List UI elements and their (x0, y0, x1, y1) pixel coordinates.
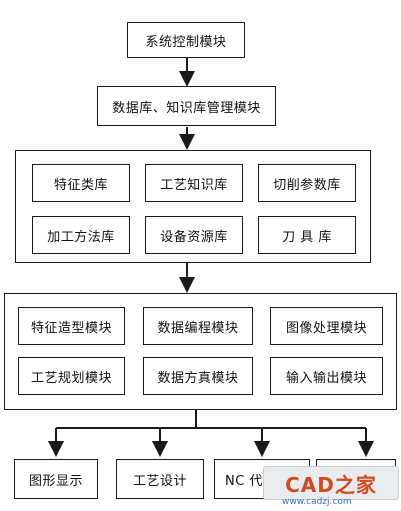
output-item-3: NC 代 (214, 459, 310, 499)
system-control-box: 系统控制模块 (127, 22, 245, 58)
watermark-url: www.cadzj.com (282, 497, 352, 507)
db-item-3: 切削参数库 (258, 164, 356, 202)
module-item-2: 数据编程模块 (143, 307, 253, 345)
output-item-1: 图形显示 (14, 459, 98, 499)
db-item-5: 设备资源库 (145, 216, 243, 254)
db-item-2: 工艺知识库 (145, 164, 243, 202)
module-item-6: 输入输出模块 (270, 357, 383, 395)
watermark-logo: CAD之家 (263, 466, 399, 500)
db-kb-manage-box: 数据库、知识库管理模块 (97, 86, 276, 126)
module-item-3: 图像处理模块 (270, 307, 383, 345)
db-item-6: 刀 具 库 (258, 216, 356, 254)
output-item-2: 工艺设计 (116, 459, 204, 499)
db-item-4: 加工方法库 (32, 216, 130, 254)
module-item-1: 特征造型模块 (18, 307, 125, 345)
db-item-1: 特征类库 (32, 164, 130, 202)
module-item-5: 数据方真模块 (143, 357, 253, 395)
module-group (4, 293, 397, 410)
module-item-4: 工艺规划模块 (18, 357, 125, 395)
database-group (15, 150, 371, 263)
